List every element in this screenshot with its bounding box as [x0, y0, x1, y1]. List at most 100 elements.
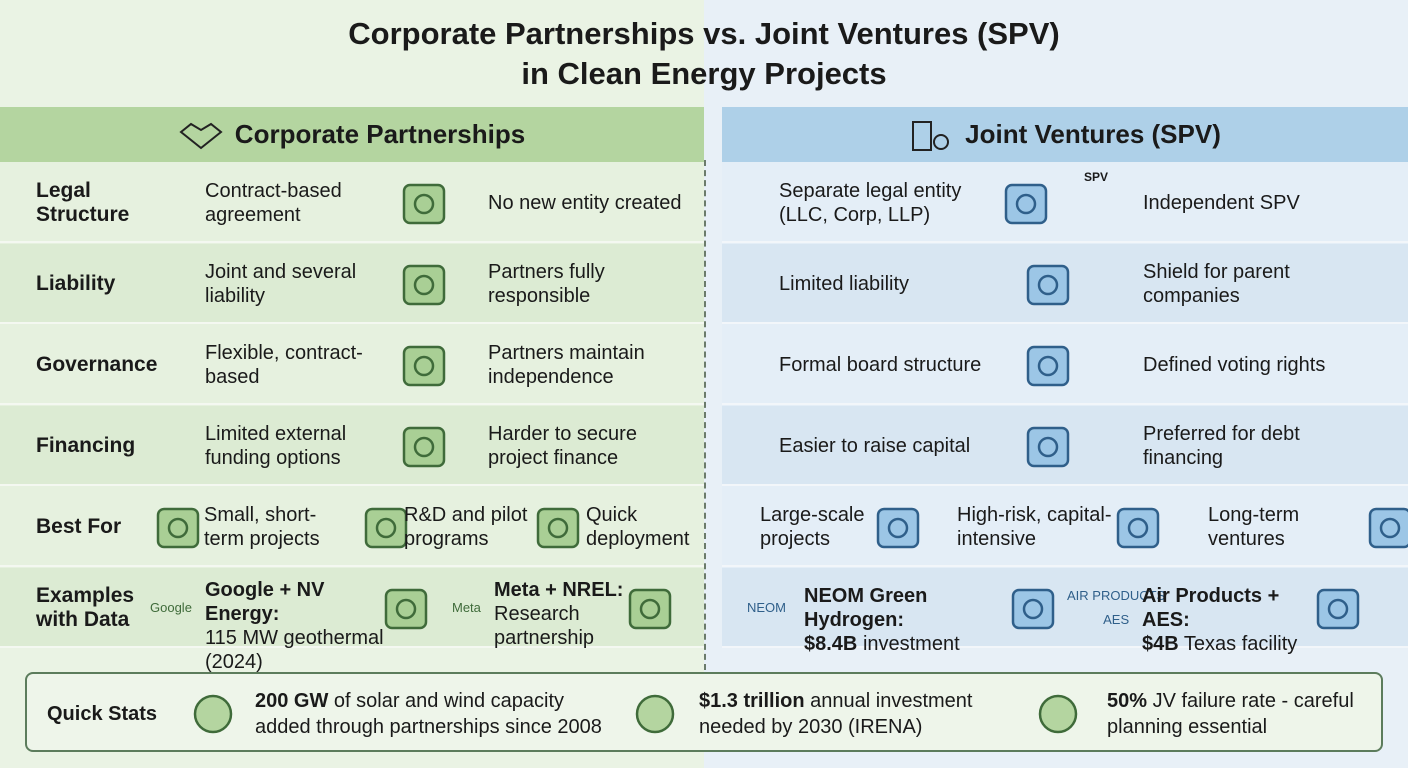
lab-icon: [624, 582, 676, 634]
corporate-partnerships-panel: Corporate Partnerships: [0, 107, 704, 569]
right-primary: Limited liability: [779, 273, 910, 295]
shared-liability-icon: [398, 258, 450, 310]
row-left: Examples with Data Google Google + NV Ener…: [0, 568, 704, 673]
wallet-icon: [398, 420, 450, 472]
example-text: Air Products + AES:$4B Texas facility: [1142, 568, 1322, 655]
title-line-2: in Clean Energy Projects: [521, 56, 887, 91]
quick-stat: 200 GW of solar and wind capacity added …: [255, 674, 615, 754]
quick-stats-label: Quick Stats: [47, 703, 158, 725]
partner-logo: Meta: [452, 568, 481, 648]
example-detail: Texas facility: [1183, 633, 1298, 655]
row-label: Best For: [36, 515, 122, 538]
example-title: Air Products + AES:: [1142, 585, 1280, 631]
stat-text: annual investment needed by 2030 (IRENA): [699, 690, 973, 738]
wind-solar-icon: [872, 501, 924, 553]
row-label: Examples with Data: [36, 584, 135, 631]
contract-handshake-icon: [398, 177, 450, 229]
hydrogen-plant-icon: [1007, 582, 1059, 634]
right-secondary: Preferred for debt financing: [1143, 423, 1300, 469]
best-for-right-item: Large-scale projects: [760, 504, 865, 550]
right-primary: Formal board structure: [779, 354, 982, 376]
partner-logo: AIR PRODUCTS AES: [1067, 568, 1165, 648]
row-label: Liability: [36, 272, 116, 295]
factory-icon: [1312, 582, 1364, 634]
wind-turbine-icon: [187, 688, 239, 740]
best-for-right-item: Long-term ventures: [1208, 504, 1300, 550]
stat-figure: 50%: [1107, 690, 1148, 712]
crossing-arrows-icon: [398, 339, 450, 391]
example-title: NEOM Green Hydrogen:: [804, 585, 928, 631]
best-for-right-item: High-risk, capital-intensive: [957, 504, 1112, 550]
shield-person-icon: [1022, 258, 1074, 310]
best-for-left-item: Quick deployment: [586, 504, 690, 550]
dollar-warning-icon: [1112, 501, 1164, 553]
row-right: NEOM NEOM Green Hydrogen:$8.4B investment…: [722, 568, 1408, 655]
quick-stat: 50% JV failure rate - careful planning e…: [1107, 674, 1397, 754]
best-for-left-item: R&D and pilot programs: [404, 504, 528, 550]
left-secondary: Harder to secure project finance: [488, 423, 637, 469]
spv-building-icon: [1000, 177, 1052, 229]
right-primary: Separate legal entity (LLC, Corp, LLP): [779, 180, 962, 226]
row-label: Legal Structure: [36, 179, 130, 226]
page-title: Corporate Partnerships vs. Joint Venture…: [0, 14, 1408, 94]
logo-text: AES: [1103, 612, 1130, 627]
header-label: Joint Ventures (SPV): [965, 119, 1221, 149]
example-text: NEOM Green Hydrogen:$8.4B investment: [804, 568, 984, 655]
left-primary: Flexible, contract-based: [205, 342, 363, 388]
left-primary: Joint and several liability: [205, 261, 357, 307]
title-line-1: Corporate Partnerships vs. Joint Venture…: [348, 16, 1060, 51]
spv-tag: SPV: [1084, 170, 1109, 184]
stat-figure: $1.3 trillion: [699, 690, 805, 712]
quick-stat: $1.3 trillion annual investment needed b…: [699, 674, 989, 754]
row-right: Large-scale projects High-risk, capital-i…: [722, 487, 1408, 567]
logo-text: AIR PRODUCTS: [1067, 588, 1166, 603]
row-right: Easier to raise capital Preferred for deb…: [722, 406, 1408, 486]
example-figure: $8.4B: [804, 633, 858, 655]
right-primary: Easier to raise capital: [779, 435, 971, 457]
test-tube-icon: [360, 501, 412, 553]
boardroom-icon: [1022, 339, 1074, 391]
partner-logo: Google: [150, 568, 192, 648]
quick-stats-box: Quick Stats 200 GW of solar and wind cap…: [25, 672, 1383, 752]
row-left: Legal Structure Contract-based agreement N…: [0, 163, 704, 243]
row-right: Separate legal entity (LLC, Corp, LLP) SP…: [722, 163, 1408, 243]
left-primary: Limited external funding options: [205, 423, 347, 469]
best-for-left-item: Small, short-term projects: [204, 504, 320, 550]
left-secondary: No new entity created: [488, 192, 682, 214]
header-label: Corporate Partnerships: [234, 119, 526, 149]
left-secondary: Partners maintain independence: [488, 342, 645, 388]
corporate-partnerships-header: Corporate Partnerships: [0, 107, 704, 162]
stat-text: of solar and wind capacity added through…: [255, 690, 602, 738]
example-detail: Research partnership: [494, 603, 595, 649]
joint-ventures-header: Joint Ventures (SPV): [722, 107, 1408, 162]
column-divider: [704, 160, 706, 670]
row-left: Liability Joint and several liability Part…: [0, 244, 704, 324]
left-primary: Contract-based agreement: [205, 180, 342, 226]
building-gear-icon: [912, 120, 950, 151]
example-detail: investment: [862, 633, 960, 655]
stat-text: JV failure rate - careful planning essen…: [1107, 690, 1354, 738]
example-text: Meta + NREL:Research partnership: [494, 568, 674, 649]
partner-logo: NEOM: [747, 568, 786, 648]
right-secondary: Independent SPV: [1143, 192, 1300, 214]
lightbulb-icon: [152, 501, 204, 553]
geothermal-plant-icon: [380, 582, 432, 634]
money-growth-icon: [1022, 420, 1074, 472]
joint-ventures-panel: Joint Ventures (SPV): [722, 107, 1408, 569]
calendar-icon: [1364, 501, 1408, 553]
example-text: Google + NV Energy:115 MW geothermal (20…: [205, 568, 385, 673]
logo-text: Meta: [452, 600, 481, 615]
right-secondary: Defined voting rights: [1143, 354, 1326, 376]
left-secondary: Partners fully responsible: [488, 261, 605, 307]
clock-icon: [532, 501, 584, 553]
logo-text: Google: [150, 600, 192, 615]
example-figure: $4B: [1142, 633, 1179, 655]
logo-text: NEOM: [747, 600, 786, 615]
handshake-icon: [179, 122, 223, 149]
stat-figure: 200 GW: [255, 690, 329, 712]
row-left: Best For Small, short-term projects R&D an…: [0, 487, 704, 567]
example-title: Google + NV Energy:: [205, 579, 325, 625]
example-title: Meta + NREL:: [494, 579, 624, 601]
